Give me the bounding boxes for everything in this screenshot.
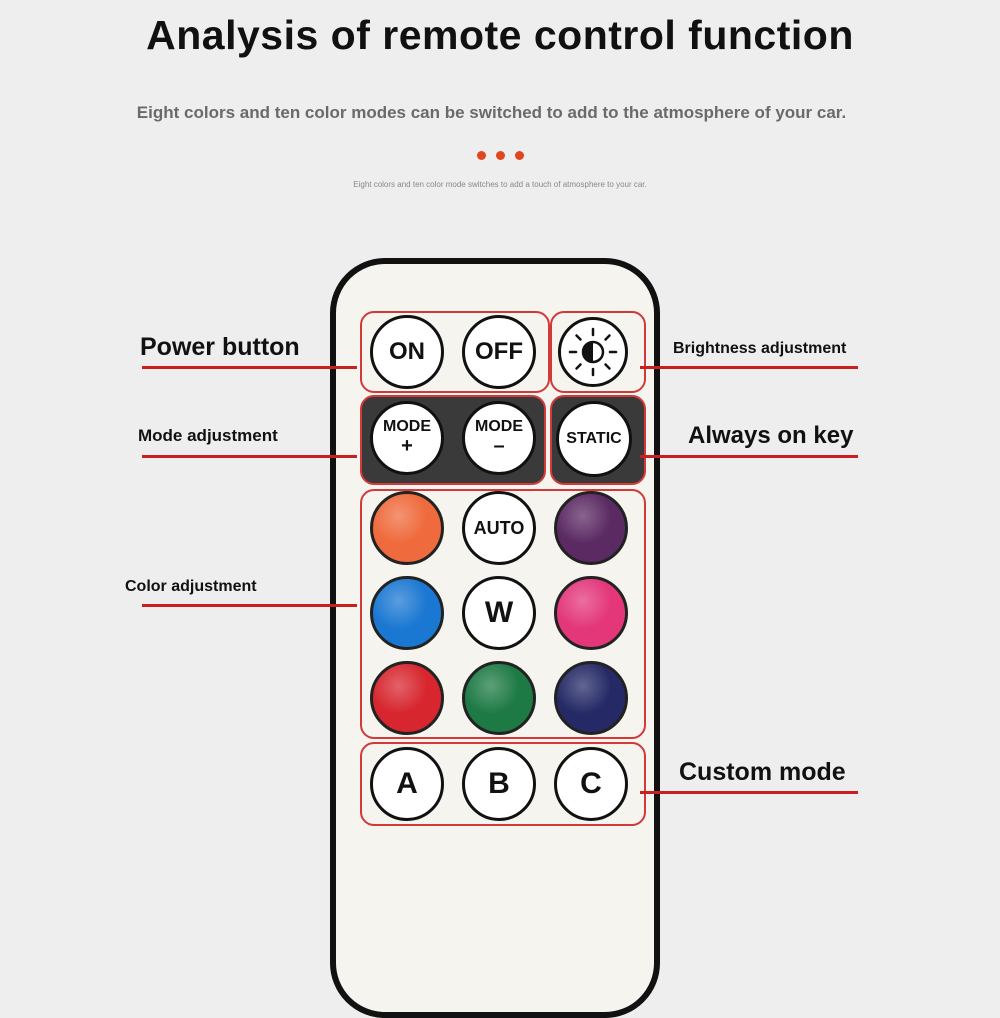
always-on-label: Always on key — [688, 422, 854, 449]
mode-plus-sign: + — [401, 434, 413, 457]
custom-a-button[interactable]: A — [370, 747, 444, 821]
small-caption: Eight colors and ten color mode switches… — [353, 180, 647, 189]
dot-2 — [496, 151, 505, 160]
mode-leader-line — [142, 455, 357, 458]
brightness-label: Brightness adjustment — [673, 340, 847, 357]
custom-group — [360, 742, 646, 826]
pink-color-button[interactable] — [554, 576, 628, 650]
blue-color-button[interactable] — [370, 576, 444, 650]
off-button[interactable]: OFF — [462, 315, 536, 389]
always-on-leader-line — [640, 455, 858, 458]
auto-button[interactable]: AUTO — [462, 491, 536, 565]
mode-label: Mode adjustment — [138, 426, 278, 445]
purple-color-button[interactable] — [554, 491, 628, 565]
brightness-group — [550, 311, 646, 393]
custom-c-button[interactable]: C — [554, 747, 628, 821]
mode-minus-label: MODE — [475, 418, 523, 436]
mode-plus-label: MODE — [383, 418, 431, 436]
green-color-button[interactable] — [462, 661, 536, 735]
on-button[interactable]: ON — [370, 315, 444, 389]
color-group — [360, 489, 646, 739]
navy-color-button[interactable] — [554, 661, 628, 735]
static-button[interactable]: STATIC — [556, 401, 632, 477]
power-group — [360, 311, 550, 393]
color-leader-line — [142, 604, 357, 607]
custom-b-button[interactable]: B — [462, 747, 536, 821]
orange-color-button[interactable] — [370, 491, 444, 565]
dot-1 — [477, 151, 486, 160]
page-title: Analysis of remote control function — [146, 12, 854, 58]
power-label: Power button — [140, 333, 300, 361]
custom-label: Custom mode — [679, 758, 846, 786]
dot-3 — [515, 151, 524, 160]
custom-leader-line — [640, 791, 858, 794]
mode-minus-button[interactable]: MODE – — [462, 401, 536, 475]
brightness-button[interactable] — [558, 317, 628, 387]
power-leader-line — [142, 366, 357, 369]
page-subtitle: Eight colors and ten color modes can be … — [136, 103, 847, 122]
color-label: Color adjustment — [125, 578, 257, 595]
brightness-contrast-icon — [568, 327, 618, 377]
remote-control: ON OFF MODE + — [330, 258, 660, 1018]
red-color-button[interactable] — [370, 661, 444, 735]
brightness-leader-line — [640, 366, 858, 369]
mode-plus-button[interactable]: MODE + — [370, 401, 444, 475]
mode-minus-sign: – — [493, 434, 505, 457]
white-color-button[interactable]: W — [462, 576, 536, 650]
